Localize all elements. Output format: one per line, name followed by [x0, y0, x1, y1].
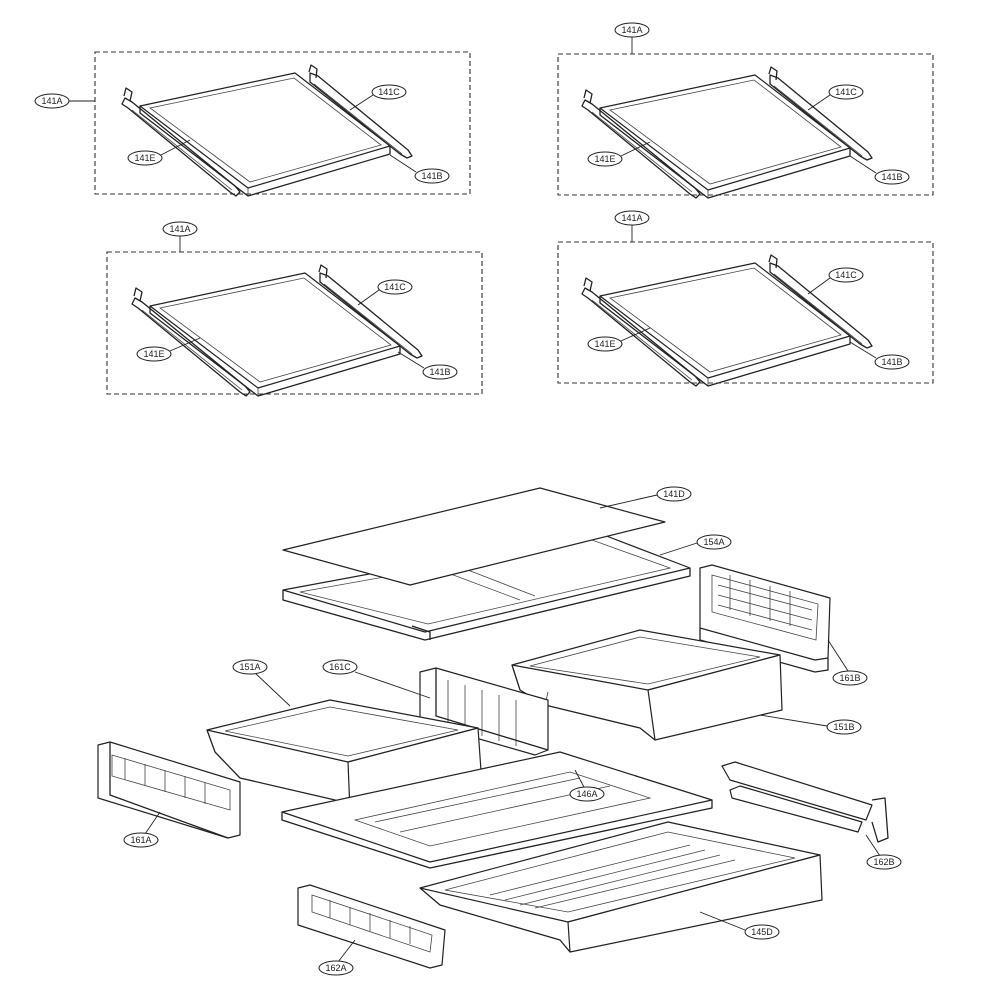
- crisper-cover-frame: [282, 531, 691, 641]
- callout-141e: 141E: [594, 339, 615, 349]
- callout-151a: 151A: [239, 662, 260, 672]
- callout-141a: 141A: [621, 25, 642, 35]
- callout-141b: 141B: [881, 172, 902, 182]
- callout-154a: 154A: [703, 537, 724, 547]
- callout-146a: 146A: [576, 789, 597, 799]
- callout-141c: 141C: [378, 87, 400, 97]
- callout-141e: 141E: [594, 154, 615, 164]
- right-back-panel: [699, 564, 831, 673]
- callout-162a: 162A: [325, 963, 346, 973]
- shelf-assembly-3: 141A 141C 141B 141E: [106, 221, 483, 397]
- shelf-assembly-1: 141A 141C 141B 141E: [34, 51, 471, 197]
- callout-141b: 141B: [421, 171, 442, 181]
- left-rail: [297, 884, 446, 969]
- crisper-assembly: 141D 154A 161B 151A 161C 151B 146A 161A …: [97, 486, 902, 976]
- callout-141b: 141B: [429, 367, 450, 377]
- callout-141c: 141C: [384, 282, 406, 292]
- callout-141b: 141B: [881, 357, 902, 367]
- callout-141e: 141E: [134, 153, 155, 163]
- right-crisper-drawer: [511, 629, 783, 741]
- shelf-assembly-4: 141A 141C 141B 141E: [557, 210, 934, 387]
- callout-145d: 145D: [751, 927, 773, 937]
- shelf-assembly-2: 141A 141C 141B 141E: [557, 22, 934, 199]
- callout-141a: 141A: [169, 224, 190, 234]
- right-rail: [721, 761, 889, 843]
- callout-161b: 161B: [839, 673, 860, 683]
- callout-141a: 141A: [621, 213, 642, 223]
- callout-161c: 161C: [329, 662, 351, 672]
- crisper-tray-base: [281, 751, 713, 869]
- callout-162b: 162B: [873, 857, 894, 867]
- bottom-drawer: [419, 821, 823, 953]
- callout-141c: 141C: [835, 87, 857, 97]
- callout-141a: 141A: [41, 96, 62, 106]
- callout-141c: 141C: [835, 270, 857, 280]
- glass-panel: [282, 487, 666, 586]
- left-front-panel: [97, 741, 241, 839]
- callout-141e: 141E: [143, 349, 164, 359]
- callout-161a: 161A: [130, 835, 151, 845]
- callout-141d: 141D: [663, 489, 685, 499]
- callout-151b: 151B: [833, 722, 854, 732]
